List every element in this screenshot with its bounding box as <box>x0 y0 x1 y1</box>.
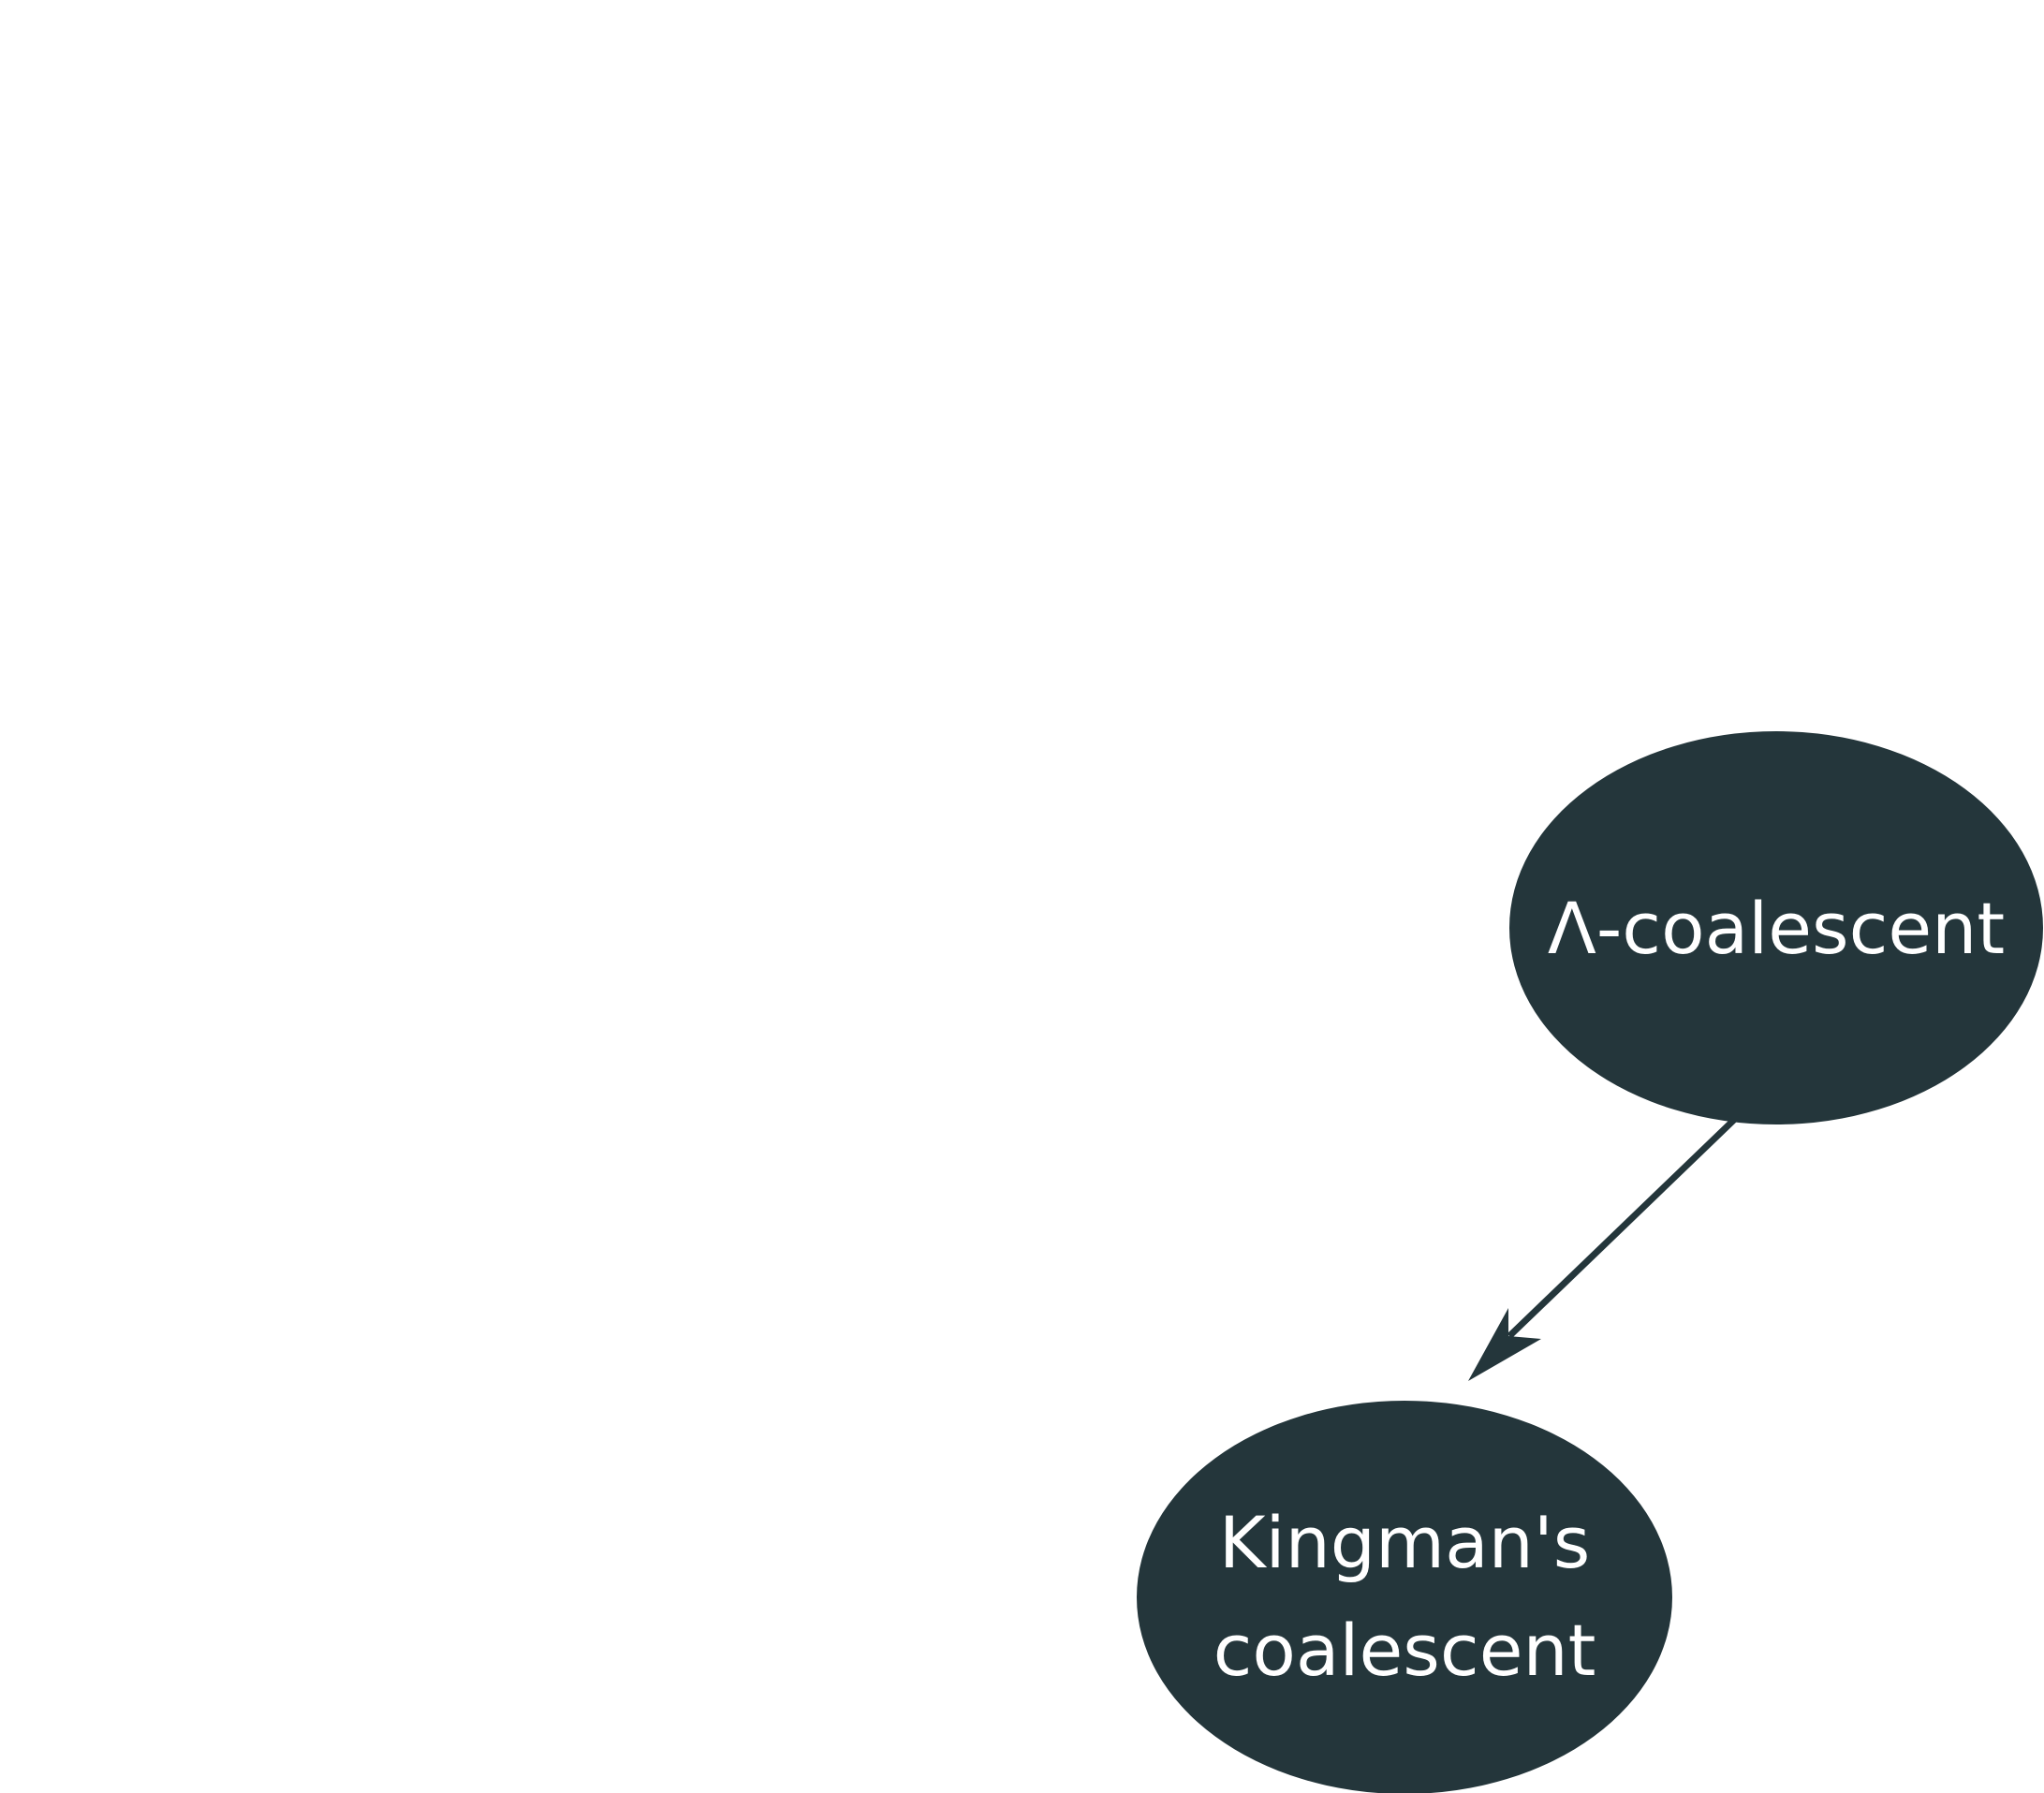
node-lambda-coalescent-label: Λ-coalescent <box>1548 887 2005 970</box>
arrowhead-icon <box>1468 1308 1541 1381</box>
node-kingmans-coalescent-shape <box>1137 1401 1672 1793</box>
node-kingmans-coalescent-label-line-2: coalescent <box>1213 1609 1596 1692</box>
node-lambda-coalescent[interactable]: Λ-coalescent <box>1509 731 2043 1124</box>
node-kingmans-coalescent[interactable]: Kingman's coalescent <box>1137 1401 1672 1793</box>
edge-line <box>1507 1116 1738 1339</box>
node-lambda-coalescent-shape <box>1509 731 2043 1124</box>
node-kingmans-coalescent-label-line-1: Kingman's <box>1219 1501 1591 1584</box>
edge-lambda-to-kingman <box>1468 1116 1738 1381</box>
